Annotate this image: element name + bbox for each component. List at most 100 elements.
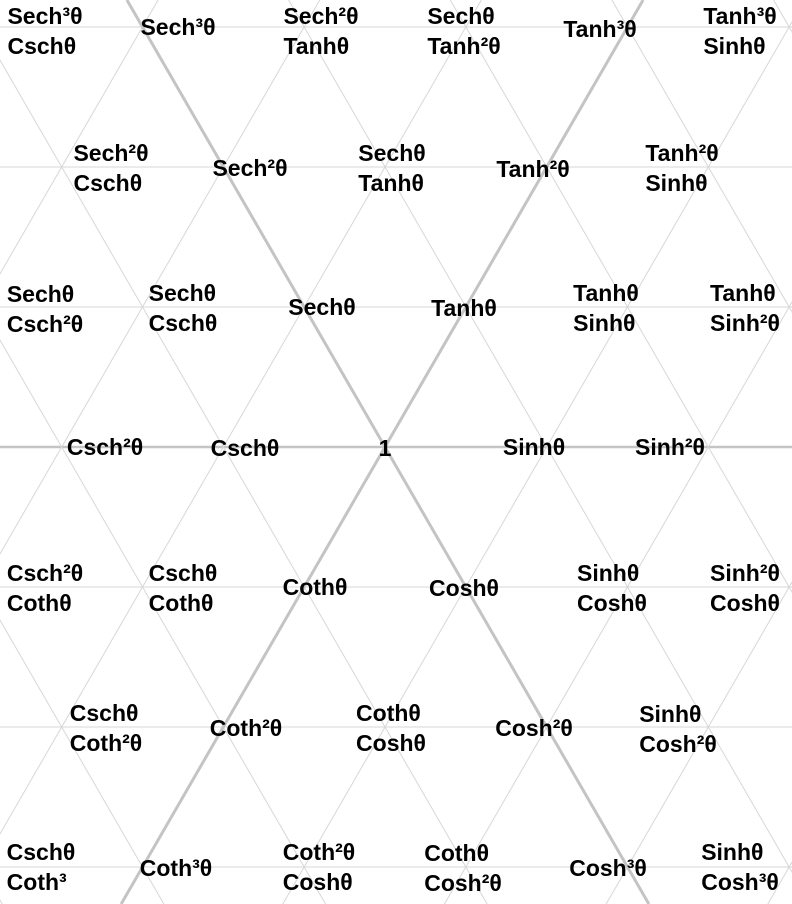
diagonal-grid-line xyxy=(0,899,3,904)
diagonal-axis-line xyxy=(119,0,645,904)
identity-label-line: Tanhθ xyxy=(283,33,350,59)
identity-label-line: Sinh²θ xyxy=(710,560,780,586)
identity-label-line: Cothθ xyxy=(282,574,348,600)
identity-label: Cothθ xyxy=(283,572,348,602)
identity-label: Tanhθ xyxy=(431,293,497,323)
identity-label-line: Coth²θ xyxy=(282,839,356,865)
identity-label-line: Coshθ xyxy=(710,590,780,616)
diagonal-grid-line xyxy=(288,0,792,873)
identity-label-line: Coshθ xyxy=(429,575,499,601)
identity-label-line: Cothθ xyxy=(356,700,421,726)
identity-label-line: Sechθ xyxy=(148,280,217,306)
identity-label-line: Tanh³θ xyxy=(703,3,777,29)
identity-label-line: Sinhθ xyxy=(502,434,566,460)
identity-label: Sechθ xyxy=(288,292,355,322)
identity-label-line: Cothθ xyxy=(148,590,214,616)
identity-label-line: Sech²θ xyxy=(212,155,288,181)
identity-label-line: Csch²θ xyxy=(66,434,144,460)
identity-label-line: Cschθ xyxy=(69,700,139,726)
identity-label: Tanh²θ xyxy=(496,154,569,184)
diagonal-grid-line xyxy=(767,861,792,904)
identity-label: Sech³θ xyxy=(140,12,215,42)
identity-label: 1 xyxy=(379,433,392,463)
identity-label: Sinhθ xyxy=(503,432,565,462)
diagonal-grid-line xyxy=(444,301,792,904)
identity-label-line: Csch²θ xyxy=(6,311,84,337)
diagonal-grid-line xyxy=(0,619,165,904)
identity-label-line: Sechθ xyxy=(427,3,495,29)
identity-label-line: Cosh³θ xyxy=(701,869,779,895)
diagonal-grid-line xyxy=(449,0,792,593)
diagonal-grid-line xyxy=(0,0,482,835)
identity-label-line: Coshθ xyxy=(282,869,353,895)
identity-label: Cosh²θ xyxy=(495,713,573,743)
identity-label-line: Coth³θ xyxy=(139,855,213,881)
identity-label-line: Csch²θ xyxy=(6,560,84,586)
identity-label-line: Cschθ xyxy=(7,33,77,59)
identity-label-line: Sinh²θ xyxy=(635,434,705,460)
identity-label-line: Coth³ xyxy=(6,869,67,895)
identity-label-line: Cothθ xyxy=(424,840,490,866)
identity-label: Coth²θ xyxy=(210,713,282,743)
identity-label-line: Tanh³θ xyxy=(563,16,637,42)
diagonal-axis-line xyxy=(125,0,651,904)
identity-label: Sinh²θ xyxy=(635,432,705,462)
identity-label-line: Sinhθ xyxy=(701,839,764,865)
identity-label: Coth³θ xyxy=(140,853,212,883)
identity-label-line: Cothθ xyxy=(6,590,72,616)
identity-label: Coshθ xyxy=(429,573,499,603)
identity-label-line: Coth²θ xyxy=(69,730,143,756)
identity-label: Sech²θ xyxy=(212,153,287,183)
identity-label-line: 1 xyxy=(378,435,392,461)
identity-label-line: Cosh²θ xyxy=(495,715,573,741)
diagonal-grid-line xyxy=(773,0,792,33)
identity-label-line: Coshθ xyxy=(356,730,426,756)
identity-label: Tanh³θ xyxy=(563,14,636,44)
identity-label-line: Tanhθ xyxy=(431,295,497,321)
identity-label-line: Sechθ xyxy=(6,281,75,307)
identity-label-line: Coth²θ xyxy=(209,715,283,741)
identity-label-line: Sinhθ xyxy=(703,33,766,59)
diagonal-grid-line xyxy=(0,0,321,555)
identity-label-line: Tanhθ xyxy=(358,170,424,196)
diagonal-grid-line xyxy=(0,0,159,275)
diagonal-grid-line xyxy=(0,59,488,904)
identity-label-line: Tanh²θ xyxy=(427,33,501,59)
identity-label-line: Sech²θ xyxy=(73,140,149,166)
identity-label-line: Cschθ xyxy=(73,170,143,196)
identity-label-line: Sinhθ xyxy=(573,310,636,336)
identity-label-line: Cosh²θ xyxy=(639,731,717,757)
identity-label-line: Tanhθ xyxy=(710,280,776,306)
identity-label-line: Sechθ xyxy=(358,140,426,166)
identity-label-line: Sinh²θ xyxy=(710,310,780,336)
identity-label-line: Sinhθ xyxy=(577,560,640,586)
diagonal-grid-line xyxy=(282,21,792,904)
diagonal-grid-line xyxy=(605,581,792,904)
identity-label-line: Sech³θ xyxy=(140,14,216,40)
identity-label-line: Tanh²θ xyxy=(496,156,570,182)
identity-label-line: Cschθ xyxy=(210,435,280,461)
identity-label-line: Sech²θ xyxy=(283,3,359,29)
identity-label-line: Sinhθ xyxy=(645,170,708,196)
identity-label-line: Coshθ xyxy=(577,590,647,616)
diagonal-grid-line xyxy=(611,0,792,313)
identity-label-line: Tanhθ xyxy=(573,280,639,306)
